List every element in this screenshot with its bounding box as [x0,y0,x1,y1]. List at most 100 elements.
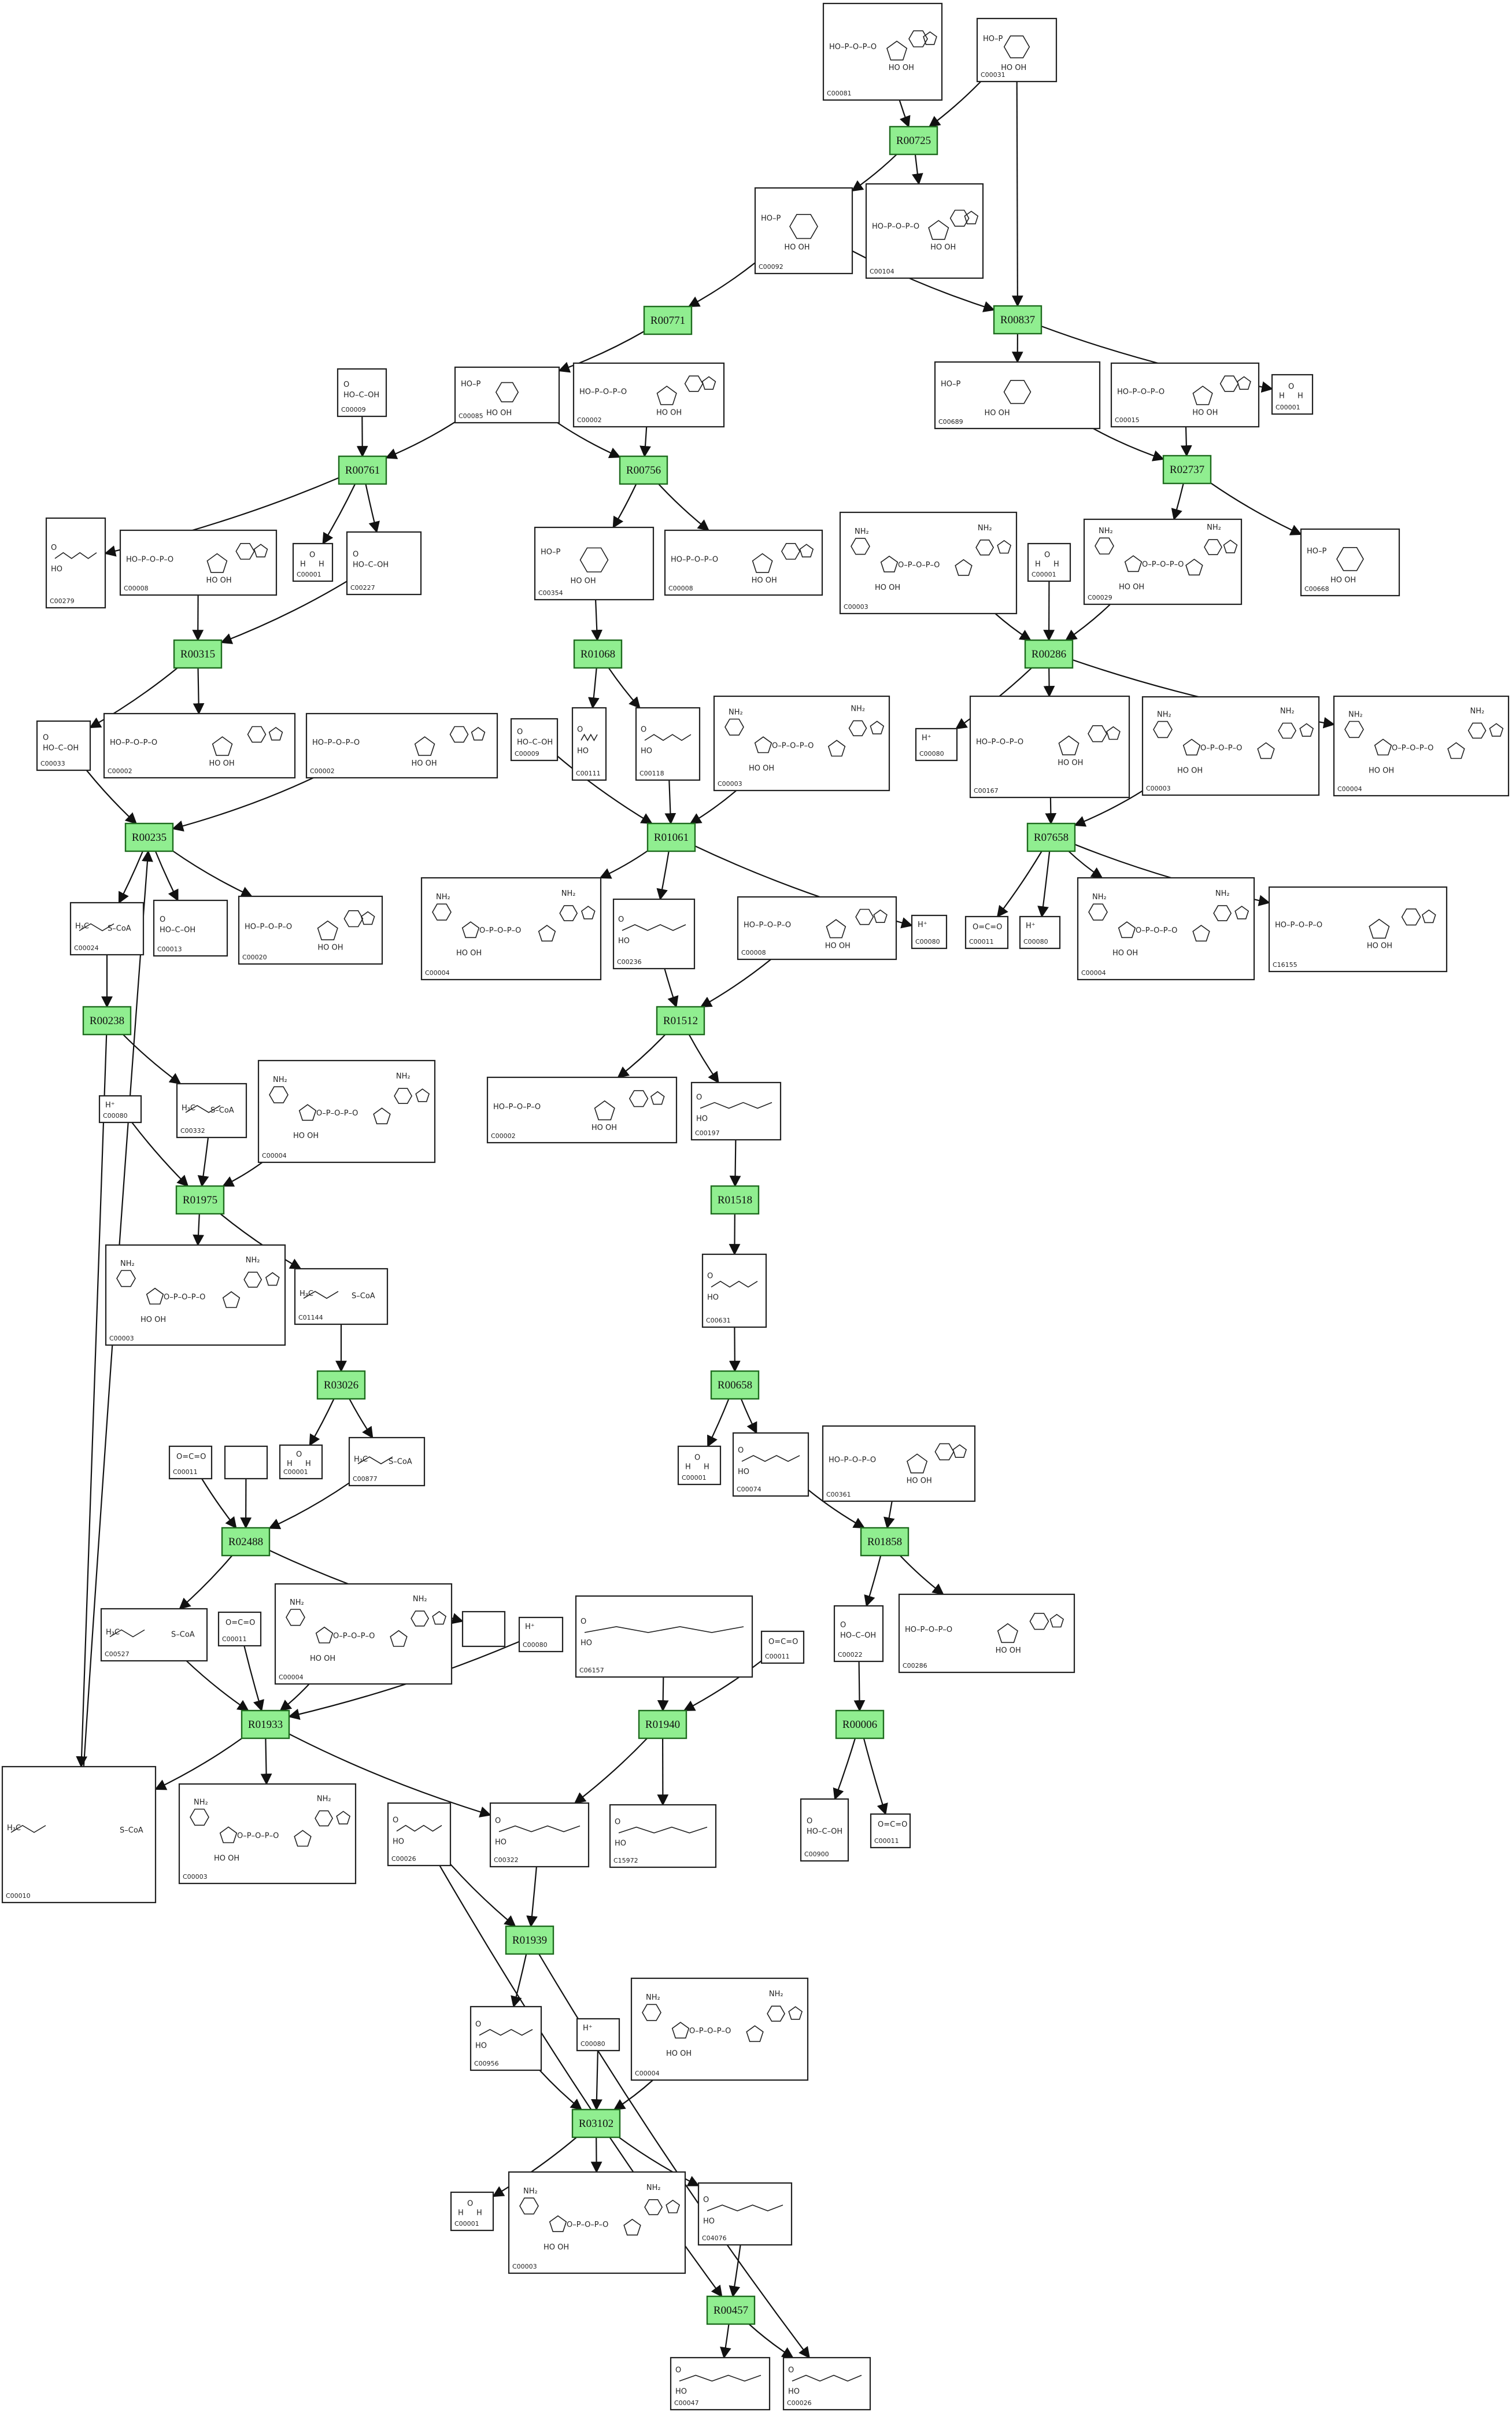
reaction-node[interactable]: R00837 [993,305,1042,335]
reaction-node[interactable]: R01518 [710,1185,760,1215]
compound-box[interactable] [224,1445,268,1480]
compound-box[interactable]: H⁺C00080 [518,1616,564,1653]
reaction-node[interactable]: R00315 [173,639,223,669]
reaction-node[interactable]: R07658 [1026,822,1076,852]
reaction-node[interactable]: R00457 [706,2295,756,2325]
reaction-node[interactable]: R01939 [505,1925,554,1955]
reaction-node[interactable]: R00286 [1024,639,1074,669]
compound-box[interactable]: H⁺C00080 [1019,915,1061,950]
reaction-node[interactable]: R00756 [619,455,668,485]
reaction-node[interactable]: R01975 [175,1185,225,1215]
reaction-node[interactable]: R00006 [835,1709,885,1739]
reaction-node[interactable]: R00658 [710,1370,760,1400]
reaction-node[interactable]: R02488 [221,1527,271,1557]
reaction-node[interactable]: R00725 [889,125,938,156]
reaction-node[interactable]: R01512 [656,1006,705,1036]
reaction-node[interactable]: R01068 [573,639,623,669]
reaction-node[interactable]: R01858 [860,1527,910,1557]
compound-box[interactable]: H⁺C00080 [98,1095,142,1124]
reaction-node[interactable]: R00238 [82,1006,132,1036]
reaction-node[interactable]: R01933 [241,1709,290,1739]
reaction-node[interactable]: R03102 [571,2108,621,2138]
compound-box[interactable]: H⁺C00080 [911,914,948,950]
compound-box[interactable]: H⁺C00080 [915,727,958,762]
reaction-node[interactable]: R00771 [643,305,693,335]
reaction-node[interactable]: R00235 [124,822,174,852]
reaction-node[interactable]: R01061 [646,822,696,852]
reaction-node[interactable]: R03026 [316,1370,366,1400]
compound-box[interactable]: H⁺C00080 [576,2018,620,2052]
reaction-node[interactable]: R01940 [638,1709,687,1739]
reaction-node[interactable]: R02737 [1162,455,1212,485]
reaction-node[interactable]: R00761 [338,455,387,485]
